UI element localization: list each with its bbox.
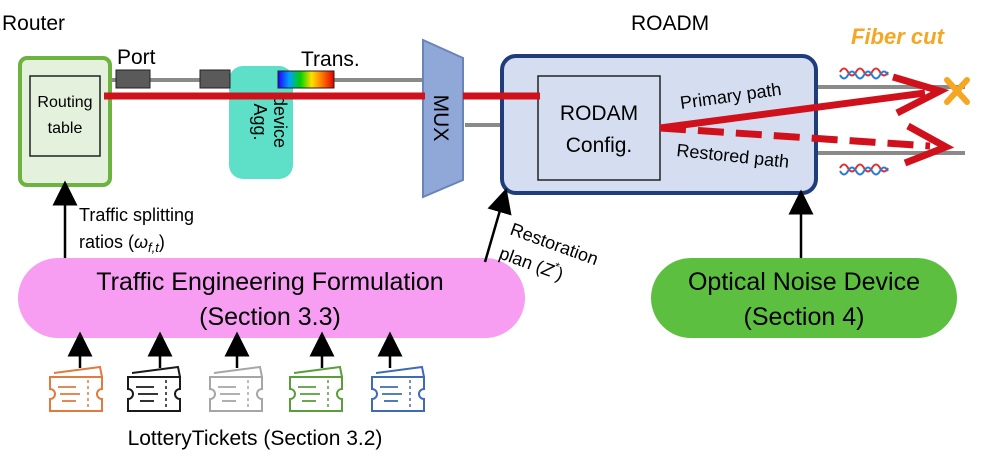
lottery-tickets-label: LotteryTickets (Section 3.2) — [128, 427, 383, 450]
agg-device-label-1: Agg. — [250, 103, 270, 140]
traffic-splitting-label-2: ratios (ωf,t) — [79, 232, 165, 255]
ticket-green-icon — [289, 365, 343, 412]
ticket-gray-icon — [209, 365, 263, 412]
omega-subscript: f,t — [148, 240, 160, 255]
mux-label: MUX — [429, 95, 452, 142]
ticket-orange-icon — [49, 365, 103, 412]
roadm-config-label-1: RODAM — [560, 102, 638, 125]
roadm-config-label-2: Config. — [566, 134, 633, 157]
transceiver — [277, 70, 335, 89]
noise-wave-top-icon — [839, 67, 889, 80]
noise-wave-bottom-icon — [839, 163, 889, 176]
trans-label: Trans. — [301, 48, 360, 71]
omega-symbol: ω — [134, 232, 148, 252]
agg-device-label-2: device — [270, 96, 290, 148]
restored-path-arrowhead — [903, 122, 955, 167]
optical-noise-device-title: Optical Noise Device — [688, 268, 920, 296]
port-label: Port — [117, 46, 156, 69]
lottery-tickets — [49, 365, 425, 412]
mux — [422, 38, 464, 199]
ticket-black-icon — [127, 365, 181, 412]
routing-table-box — [29, 75, 101, 157]
fiber-cut-x-icon — [944, 77, 970, 105]
ticket-arrows — [67, 331, 403, 368]
roadm-config-box — [537, 75, 661, 181]
routing-table-label-2: table — [48, 120, 83, 137]
primary-path-line — [659, 89, 926, 132]
optical-noise-device-box — [651, 258, 957, 338]
restored-path-line — [659, 124, 931, 150]
traffic-splitting-label-1: Traffic splitting — [79, 205, 194, 225]
arrow-te-to-roadm — [483, 187, 512, 263]
te-formulation-section: (Section 3.3) — [199, 303, 341, 331]
z-superscript: * — [552, 259, 561, 274]
te-formulation-title: Traffic Engineering Formulation — [96, 268, 443, 296]
roadm-title: ROADM — [631, 12, 709, 35]
port-left — [115, 69, 151, 89]
optical-noise-device-section: (Section 4) — [744, 303, 865, 331]
te-formulation-box — [18, 258, 525, 338]
routing-table-label-1: Routing — [37, 94, 92, 111]
fiber-cut-label: Fiber cut — [851, 24, 946, 49]
traffic-splitting-close: ) — [159, 232, 165, 252]
primary-path-arrowhead — [892, 73, 950, 117]
ticket-blue-icon — [371, 365, 425, 412]
router-title: Router — [2, 12, 65, 35]
port-right — [199, 69, 231, 89]
traffic-splitting-ratios-text: ratios ( — [79, 232, 134, 252]
